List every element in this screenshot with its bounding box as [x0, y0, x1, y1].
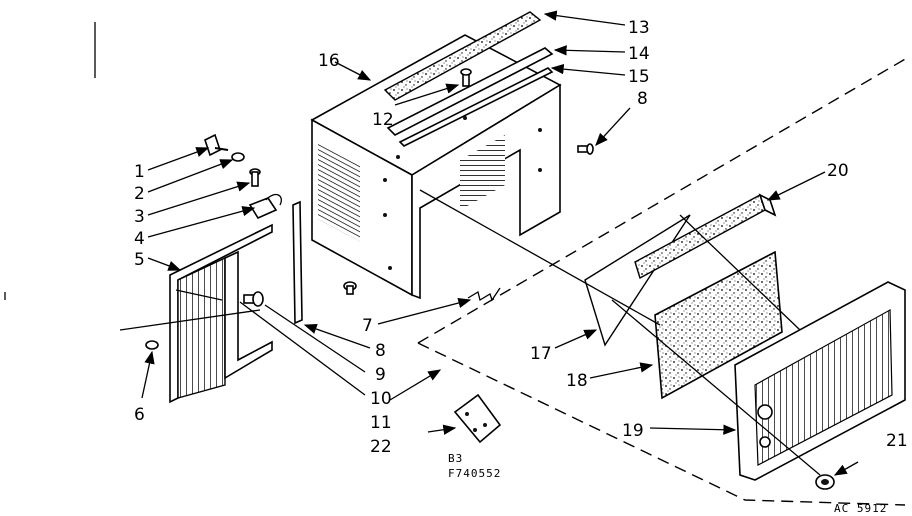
- screw-icon: [145, 340, 159, 350]
- bracket-icon: [204, 133, 245, 162]
- callout-8-upper: 8: [637, 89, 648, 109]
- side-curtain-frame: [169, 223, 273, 404]
- bag-label-line2: F740552: [448, 467, 501, 480]
- callout-16: 16: [318, 51, 340, 71]
- cabinet-wrapper: [310, 34, 562, 300]
- callout-12: 12: [372, 110, 394, 130]
- callout-11: 11: [370, 413, 392, 433]
- seal-strip: [292, 200, 303, 325]
- air-filter: [654, 250, 783, 400]
- front-grille: [734, 281, 906, 481]
- clip-icon: [248, 193, 282, 220]
- dashed-assembly-outline: [417, 57, 908, 506]
- callout-9: 9: [375, 365, 386, 385]
- callout-4: 4: [134, 229, 145, 249]
- callout-1: 1: [134, 162, 145, 182]
- top-rail-angle: [386, 47, 554, 136]
- clip-icon: [467, 287, 501, 302]
- top-rail-foam: [383, 11, 542, 101]
- callout-15: 15: [628, 67, 650, 87]
- screw-icon: [243, 291, 264, 307]
- mounting-bracket: [634, 193, 777, 280]
- callout-17: 17: [530, 344, 552, 364]
- callout-14: 14: [628, 44, 650, 64]
- callout-20: 20: [827, 161, 849, 181]
- callout-5: 5: [134, 250, 145, 270]
- callout-18: 18: [566, 371, 588, 391]
- callout-3: 3: [134, 207, 145, 227]
- callout-2: 2: [134, 184, 145, 204]
- screw-icon: [577, 143, 594, 155]
- callout-13: 13: [628, 18, 650, 38]
- callout-8-lower: 8: [375, 341, 386, 361]
- callout-21: 21: [886, 431, 908, 451]
- leader-lines: [119, 10, 859, 476]
- bag-label-line1: B3: [448, 452, 463, 465]
- knob-icon: [815, 474, 835, 490]
- parts-bag: [453, 393, 502, 444]
- callout-7: 7: [362, 316, 373, 336]
- callout-22: 22: [370, 437, 392, 457]
- callout-6: 6: [134, 405, 145, 425]
- callout-19: 19: [622, 421, 644, 441]
- figure-code: AC 5912: [834, 502, 887, 515]
- screw-icon: [460, 68, 472, 87]
- screw-icon: [249, 168, 261, 187]
- screw-icon: [343, 281, 357, 295]
- callout-10: 10: [370, 389, 392, 409]
